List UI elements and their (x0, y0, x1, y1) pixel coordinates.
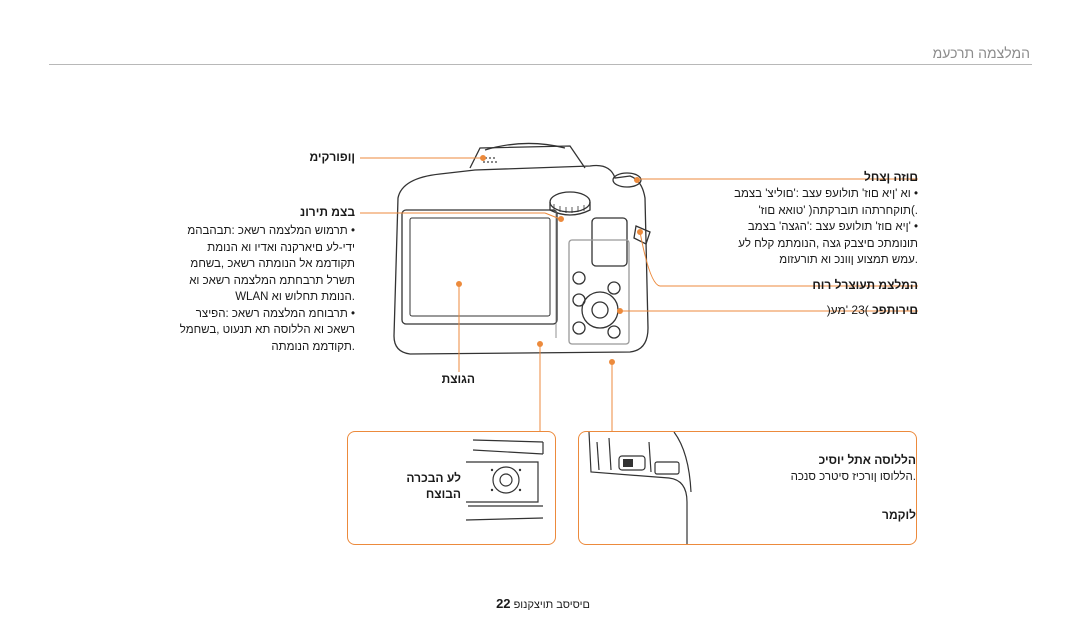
bullet-line: .עמש תמצוע ןוונכ וא תורעזומ (779, 254, 918, 266)
zoom-bullets: • וא 'ןיא םוז' תולועפ עצב :'םוליצ' בצמב … (678, 186, 918, 269)
tripod-detail-box: לע הבכרה הבוצח (347, 431, 556, 545)
bullet-line: תקודממ אל הנומתה רשאכ ,בשחמ (190, 258, 355, 270)
status-light-bullets: • תרמוש המלצמה רשאכ :תבהבהמ ידי-לע םיארק… (155, 223, 355, 355)
bullet-line: תשרל תרבחתמ המלצמה רשאכ וא (189, 274, 355, 287)
tripod-label-line1: לע הבכרה (406, 471, 461, 485)
zoom-button-label: םוזה ןצחל (863, 170, 918, 184)
footer-text: םיסיסב תויצקנופ (513, 599, 590, 611)
screen-label: הגוצת (441, 372, 475, 386)
page-number: 22 (496, 596, 511, 611)
bullet-line: .תקודממ הנומתה (271, 340, 355, 353)
bullet-shooting: • וא 'ןיא םוז' תולועפ עצב :'םוליצ' בצמב (734, 188, 918, 200)
tripod-mount-illustration (465, 439, 544, 521)
microphone-label: ןופורקימ (309, 150, 355, 164)
buttons-label-bold: םירותפכ (872, 303, 918, 317)
header-divider (49, 64, 1032, 65)
bullet-line: .הנומת תחלוש וא WLAN (235, 291, 355, 303)
bullet-line: רשאכ וא הללוסה תא תנעוט ,בשחמל (179, 324, 355, 336)
battery-detail-box: הללוסה אתל יוסיכ .הללוסו ןורכיז סיטרכ סנ… (578, 431, 917, 545)
tripod-label-line2: הבוצח (425, 487, 461, 501)
buttons-label-ref: )23 'מע( (826, 303, 873, 317)
buttons-label: םירותפכ )23 'מע( (827, 303, 918, 317)
section-title: המלצמה תרכעמ (932, 45, 1030, 61)
battery-cover-label: הללוסה אתל יוסיכ (818, 453, 916, 467)
page-footer: םיסיסב תויצקנופ 22 (0, 596, 1080, 611)
strap-eyelet-label: המלצמ תעוצרל רוח (812, 278, 918, 292)
bullet-playback: • 'ןיא םוז' תולועפ עצב :'הגצה' בצמב (747, 221, 918, 233)
battery-cover-desc: .הללוסו ןורכיז סיטרכ סנכה (790, 471, 916, 483)
bullet-steady: • תרבוחמ המלצמה רשאכ :הפיצר (195, 307, 355, 320)
bullet-blinking: • תרמוש המלצמה רשאכ :תבהבהמ (187, 225, 355, 237)
battery-cover-illustration (588, 432, 692, 544)
speaker-label: לוקמר (882, 508, 916, 522)
bullet-line: .)תוקחרתהו תוברקתה( 'טואא םוז' (758, 204, 918, 217)
bullet-line: תונומתכ םיצבק גצה ,הנומתמ קלח לע (738, 237, 918, 250)
status-light-label: בצמ תירונ (300, 205, 355, 219)
camera-back-illustration (393, 142, 651, 355)
bullet-line: ידי-לע םיארקנה ואדיו וא הנומת (207, 241, 355, 254)
